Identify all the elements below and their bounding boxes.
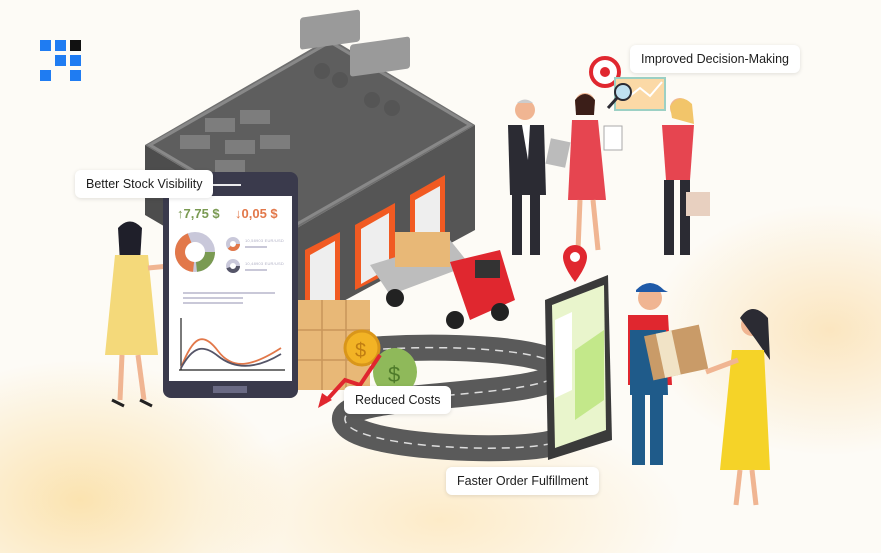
delivery-truck	[370, 232, 515, 329]
home-bar	[213, 386, 247, 393]
mini-donut-2	[226, 259, 240, 273]
legend-1: 10,58903 EUR/USD	[245, 238, 284, 243]
delivery-person	[628, 283, 709, 465]
stat-up: ↑7,75 $	[177, 206, 220, 221]
line	[183, 302, 243, 304]
brand-logo	[40, 40, 82, 82]
tablet-dashboard: ↑7,75 $ ↓0,05 $ 10,58903 EUR/USD 10,4890…	[163, 172, 298, 398]
svg-text:$: $	[355, 340, 366, 362]
stat-down: ↓0,05 $	[235, 206, 278, 221]
label-faster-order-fulfillment: Faster Order Fulfillment	[446, 467, 600, 495]
legend-2: 10,48903 EUR/USD	[245, 261, 284, 266]
line	[245, 269, 267, 271]
team-group	[508, 56, 710, 255]
donut-chart	[175, 232, 215, 272]
label-better-stock-visibility: Better Stock Visibility	[75, 170, 214, 198]
menu-line	[209, 184, 241, 186]
customer-woman	[705, 309, 770, 506]
line-chart	[179, 318, 285, 371]
label-reduced-costs: Reduced Costs	[344, 386, 452, 414]
map-phone	[545, 245, 612, 460]
line	[183, 292, 275, 294]
presenter-woman	[105, 221, 181, 408]
line	[183, 297, 243, 299]
tablet-screen: ↑7,75 $ ↓0,05 $ 10,58903 EUR/USD 10,4890…	[169, 196, 292, 381]
cost-icons: $ $	[318, 329, 417, 408]
label-improved-decision-making: Improved Decision-Making	[630, 45, 800, 73]
svg-text:$: $	[388, 362, 400, 387]
mini-donut-1	[226, 237, 240, 251]
line	[245, 246, 267, 248]
